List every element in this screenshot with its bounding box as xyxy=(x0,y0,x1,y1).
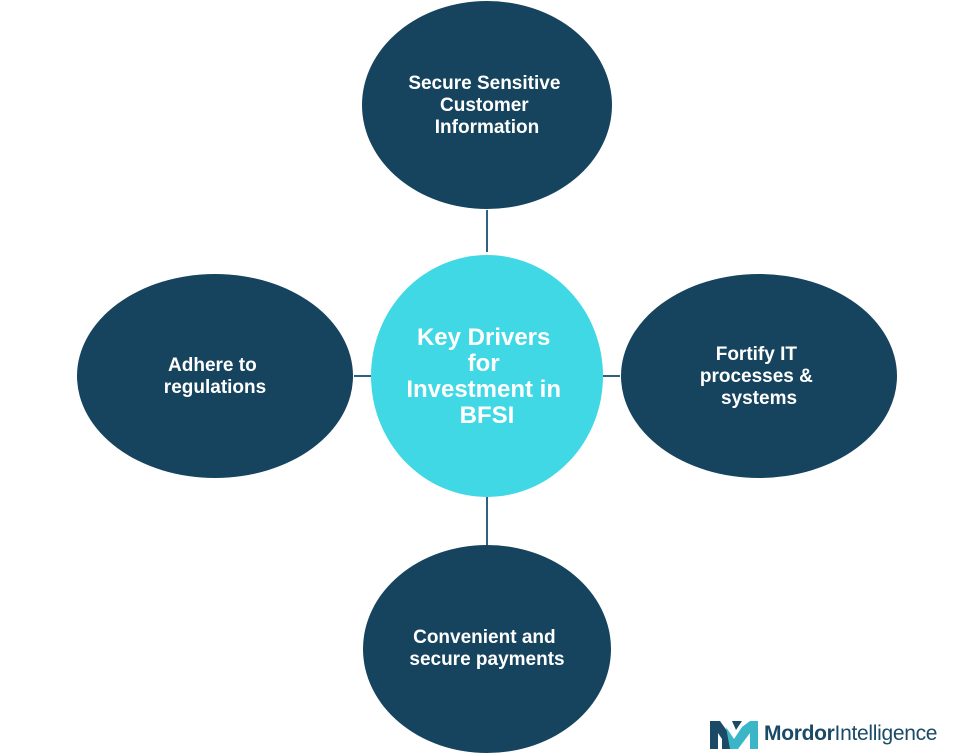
node-center-line-2: for xyxy=(468,350,500,377)
brand-logo: MordorIntelligence xyxy=(710,716,937,752)
node-bottom-line-1: Convenient and xyxy=(413,627,556,648)
node-top-line-3: Information xyxy=(435,117,540,138)
node-center-line-3: Investment in xyxy=(406,376,561,403)
brand-name-part1: Mordor xyxy=(764,722,835,745)
brand-mark-icon xyxy=(710,721,758,749)
node-bottom xyxy=(363,545,611,753)
node-left-line-1: Adhere to xyxy=(168,355,257,376)
node-right xyxy=(621,274,897,478)
node-center-line-1: Key Drivers xyxy=(417,324,550,351)
node-right-line-3: systems xyxy=(721,388,797,409)
node-right-label: Fortify IT processes & systems xyxy=(700,344,818,409)
brand-name: MordorIntelligence xyxy=(764,722,937,746)
node-left-line-2: regulations xyxy=(164,377,266,398)
node-left xyxy=(77,274,353,478)
node-center-line-4: BFSI xyxy=(460,402,515,429)
node-bottom-label: Convenient and secure payments xyxy=(409,627,564,670)
node-left-label: Adhere to regulations xyxy=(164,355,266,398)
node-right-line-2: processes & xyxy=(700,366,813,387)
node-top-label: Secure Sensitive Customer Information xyxy=(408,73,565,138)
node-center xyxy=(371,255,603,497)
node-bottom-line-2: secure payments xyxy=(409,649,564,670)
node-top xyxy=(362,1,612,209)
node-top-line-2: Customer xyxy=(440,95,529,116)
node-center-label: Key Drivers for Investment in BFSI xyxy=(406,324,567,429)
node-right-line-1: Fortify IT xyxy=(716,344,798,365)
node-top-line-1: Secure Sensitive xyxy=(408,73,560,94)
brand-name-part2: Intelligence xyxy=(834,722,938,745)
